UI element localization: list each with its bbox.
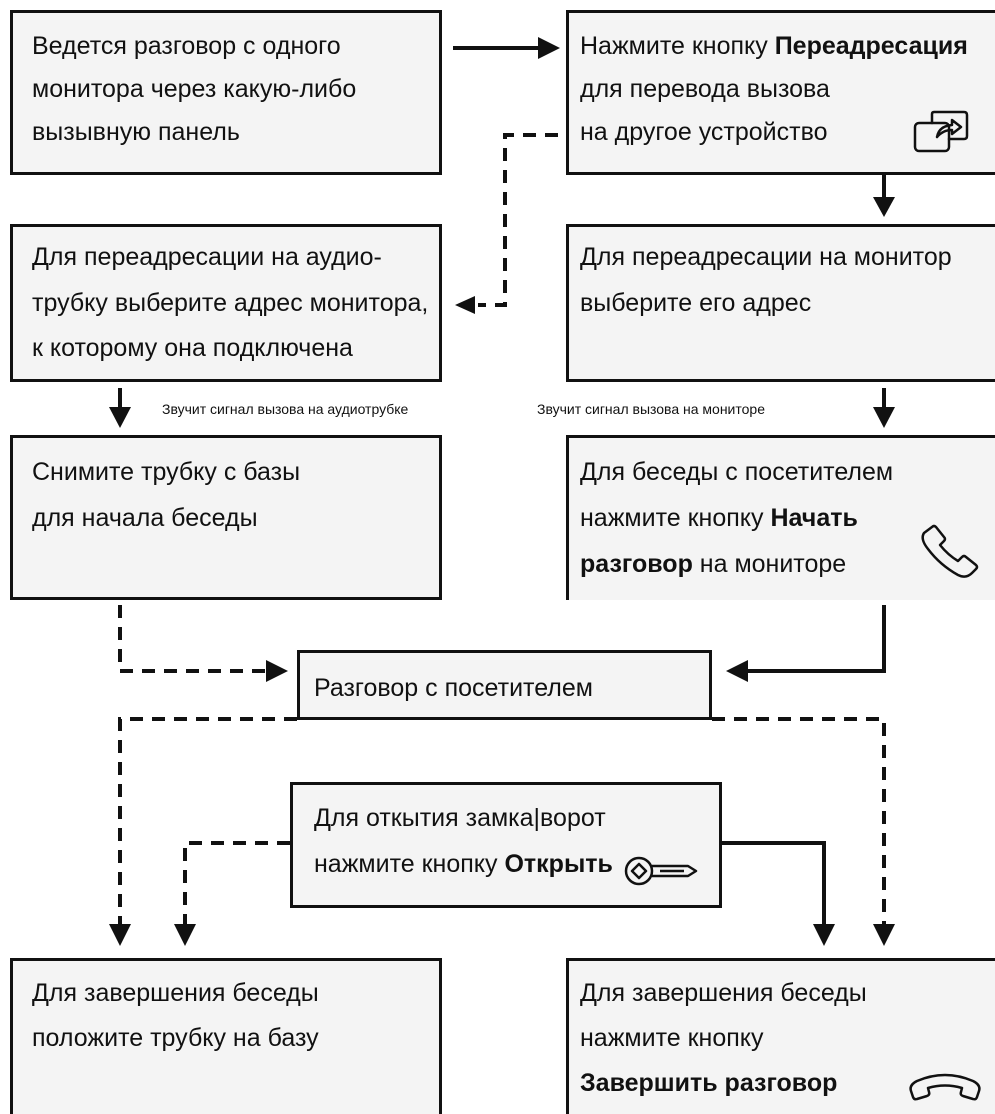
key-icon: [624, 856, 698, 886]
box-end-monitor: [566, 958, 995, 1114]
box-open-lock: [290, 782, 722, 908]
press-forward-line-1: Нажмите кнопку Переадресация: [580, 25, 968, 68]
lift-handset-line-2: для начала беседы: [32, 504, 258, 532]
end-audio-line-1: Для завершения беседы: [32, 979, 319, 1007]
ring-audio-caption: Звучит сигнал вызова на аудиотрубке: [162, 401, 409, 417]
forward-button-name: Переадресация: [774, 32, 968, 60]
start-talk-text: нажмите кнопку: [580, 504, 771, 532]
start-button-name-part-1: Начать: [770, 504, 858, 532]
call-in-progress-line-3: вызывную панель: [32, 118, 240, 146]
call-in-progress-line-2: монитора через какую-либо: [32, 75, 357, 103]
start-talk-line-2: нажмите кнопку Начать: [580, 497, 858, 540]
call-in-progress-line-1: Ведется разговор с одного: [32, 32, 341, 60]
open-lock-line-1: Для откытия замка|ворот: [314, 804, 606, 832]
end-monitor-line-2: нажмите кнопку: [580, 1024, 764, 1052]
end-button-name: Завершить разговор: [580, 1069, 838, 1097]
lift-handset-line-1: Снимите трубку с базы: [32, 458, 301, 486]
start-talk-line-3: разговор на мониторе: [580, 543, 846, 586]
forward-icon: [913, 110, 969, 153]
forward-audio-line-3: к которому она подключена: [32, 334, 353, 362]
open-button-name: Открыть: [504, 850, 613, 878]
box-call-in-progress: [10, 10, 442, 175]
end-monitor-line-3: Завершить разговор: [580, 1062, 837, 1105]
open-lock-text: нажмите кнопку: [314, 850, 505, 878]
phone-handset-icon: [921, 524, 979, 578]
open-lock-line-2: нажмите кнопку Открыть: [314, 843, 613, 886]
end-audio-line-2: положите трубку на базу: [32, 1024, 319, 1052]
box-talk: [297, 650, 712, 720]
start-button-name-part-2: разговор: [580, 550, 693, 578]
forward-audio-line-2: трубку выберите адрес монитора,: [32, 289, 429, 317]
talk-label: Разговор с посетителем: [314, 674, 593, 702]
ring-monitor-caption: Звучит сигнал вызова на мониторе: [537, 401, 765, 417]
press-forward-line-3: на другое устройство: [580, 118, 828, 146]
box-lift-handset: [10, 435, 442, 600]
forward-audio-line-1: Для переадресации на аудио-: [32, 243, 382, 271]
forward-monitor-line-1: Для переадресации на монитор: [580, 243, 952, 271]
hang-up-icon: [909, 1073, 981, 1101]
end-monitor-line-1: Для завершения беседы: [580, 979, 867, 1007]
press-forward-text: Нажмите кнопку: [580, 32, 775, 60]
start-talk-line-1: Для беседы с посетителем: [580, 458, 894, 486]
box-press-forward: [566, 10, 995, 175]
box-end-audio: [10, 958, 442, 1114]
forward-monitor-line-2: выберите его адрес: [580, 289, 812, 317]
start-talk-text-end: на мониторе: [692, 550, 847, 578]
box-forward-audio: [10, 224, 442, 382]
box-start-talk: [566, 435, 995, 600]
box-forward-monitor: [566, 224, 995, 382]
press-forward-line-2: для перевода вызова: [580, 75, 830, 103]
